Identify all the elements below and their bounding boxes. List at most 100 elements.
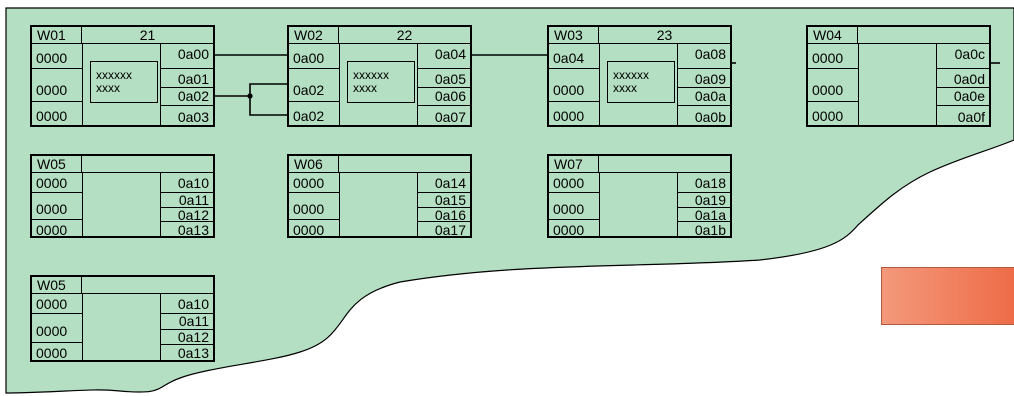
- input-port: 0a00: [289, 44, 339, 69]
- block-w03: W03 23 0a04 0000 0000 0a08 0a09 0a0a 0a0…: [547, 25, 732, 127]
- output-port: 0a0d: [953, 71, 985, 87]
- input-column: 0000 0000 0000: [32, 173, 83, 238]
- input-port: 0a04: [549, 44, 599, 69]
- input-column: 0000 0000 0000: [549, 173, 600, 238]
- input-column: 0a04 0000 0000: [549, 44, 600, 125]
- block-id: W03: [549, 27, 599, 43]
- block-number: [82, 156, 213, 172]
- output-port: 0a0c: [937, 44, 989, 69]
- output-column: 0a0c 0a0d 0a0e 0a0f: [936, 44, 989, 125]
- input-port: 0000: [289, 173, 339, 193]
- input-port: 0000: [812, 82, 844, 98]
- block-number: 21: [139, 27, 156, 43]
- block-header: W05: [32, 156, 213, 173]
- output-port: 0a18: [678, 173, 730, 193]
- block-w05: W05 0000 0000 0000 0a10 0a11 0a12 0a13: [30, 154, 215, 238]
- output-column: 0a08 0a09 0a0a 0a0b: [677, 44, 730, 125]
- block-header: W06: [289, 156, 470, 173]
- inner-box-line: xxxxxx: [96, 68, 132, 82]
- output-port: 0a10: [161, 173, 213, 193]
- input-port: 0000: [32, 173, 82, 193]
- input-port: 0000: [293, 201, 325, 217]
- output-port: 0a15: [434, 192, 466, 208]
- output-port: 0a12: [161, 329, 213, 344]
- input-port: 0000: [36, 201, 68, 217]
- block-header: W07: [549, 156, 730, 173]
- wire-w01-0a02-branch: [249, 83, 289, 96]
- input-port: 0000: [32, 44, 82, 69]
- block-id: W04: [808, 27, 858, 43]
- output-port: 0a0f: [937, 105, 989, 127]
- output-column: 0a10 0a11 0a12 0a13: [160, 294, 213, 360]
- output-column: 0a04 0a05 0a06 0a07: [417, 44, 470, 125]
- output-port: 0a07: [418, 105, 470, 127]
- block-id: W02: [289, 27, 339, 43]
- block-id: W01: [32, 27, 82, 43]
- output-port: 0a06: [418, 87, 470, 105]
- output-port: 0a10: [161, 294, 213, 314]
- block-number: [82, 277, 213, 293]
- output-port: 0a13: [161, 221, 213, 238]
- output-port: 0a12: [161, 207, 213, 222]
- input-column: 0000 0000 0000: [32, 294, 83, 360]
- block-header: W01 21: [32, 27, 213, 44]
- output-port: 0a08: [678, 44, 730, 69]
- block-number: 22: [396, 27, 413, 43]
- output-port: 0a00: [161, 44, 213, 69]
- block-id: W06: [289, 156, 339, 172]
- input-port: 0000: [808, 101, 858, 127]
- input-port: 0000: [32, 219, 82, 238]
- input-port: 0000: [808, 44, 858, 69]
- output-port: 0a14: [418, 173, 470, 193]
- output-port: 0a11: [178, 192, 209, 208]
- input-port: 0000: [32, 101, 82, 127]
- block-number: [599, 156, 730, 172]
- block-w01: W01 21 0000 0000 0000 0a00 0a01 0a02 0a0…: [30, 25, 215, 127]
- block-header: W03 23: [549, 27, 730, 44]
- output-port: 0a01: [177, 71, 209, 87]
- output-column: 0a14 0a15 0a16 0a17: [417, 173, 470, 238]
- block-header: W02 22: [289, 27, 470, 44]
- input-port: 0000: [36, 323, 68, 339]
- block-id: W07: [549, 156, 599, 172]
- input-port: 0000: [553, 82, 585, 98]
- input-column: 0a00 0a02 0a02: [289, 44, 340, 125]
- output-port: 0a03: [161, 105, 213, 127]
- input-port: 0a02: [289, 101, 339, 127]
- block-w04: W04 0000 0000 0000 0a0c 0a0d 0a0e 0a0f: [806, 25, 991, 127]
- input-port: 0000: [32, 294, 82, 314]
- output-port: 0a1a: [678, 207, 730, 222]
- inner-box: xxxxxx xxxx: [607, 61, 675, 103]
- output-port: 0a04: [418, 44, 470, 69]
- junction-dot: [247, 93, 253, 99]
- input-port: 0000: [36, 82, 68, 98]
- output-port: 0a0b: [678, 105, 730, 127]
- input-port: 0a02: [293, 82, 325, 98]
- inner-box: xxxxxx xxxx: [90, 61, 158, 103]
- block-id: W05: [32, 277, 82, 293]
- inner-box-line: xxxx: [353, 81, 377, 95]
- block-w02: W02 22 0a00 0a02 0a02 0a04 0a05 0a06 0a0…: [287, 25, 472, 127]
- output-port: 0a17: [418, 221, 470, 238]
- output-port: 0a0a: [678, 87, 730, 105]
- block-w05-second: W05 0000 0000 0000 0a10 0a11 0a12 0a13: [30, 275, 215, 362]
- block-number: [858, 27, 989, 43]
- board-region: [5, 7, 1014, 394]
- block-w07: W07 0000 0000 0000 0a18 0a19 0a1a 0a1b: [547, 154, 732, 238]
- inner-box-line: xxxxxx: [353, 68, 389, 82]
- output-column: 0a00 0a01 0a02 0a03: [160, 44, 213, 125]
- block-header: W04: [808, 27, 989, 44]
- output-port: 0a05: [434, 71, 466, 87]
- input-port: 0000: [549, 219, 599, 238]
- inner-box-line: xxxxxx: [613, 68, 649, 82]
- output-column: 0a10 0a11 0a12 0a13: [160, 173, 213, 238]
- output-port: 0a16: [418, 207, 470, 222]
- block-number: 23: [656, 27, 673, 43]
- connection-lines: [215, 54, 1000, 116]
- inner-box-line: xxxx: [613, 81, 637, 95]
- input-column: 0000 0000 0000: [808, 44, 859, 125]
- orange-highlight-box: [881, 267, 1014, 325]
- input-port: 0000: [289, 219, 339, 238]
